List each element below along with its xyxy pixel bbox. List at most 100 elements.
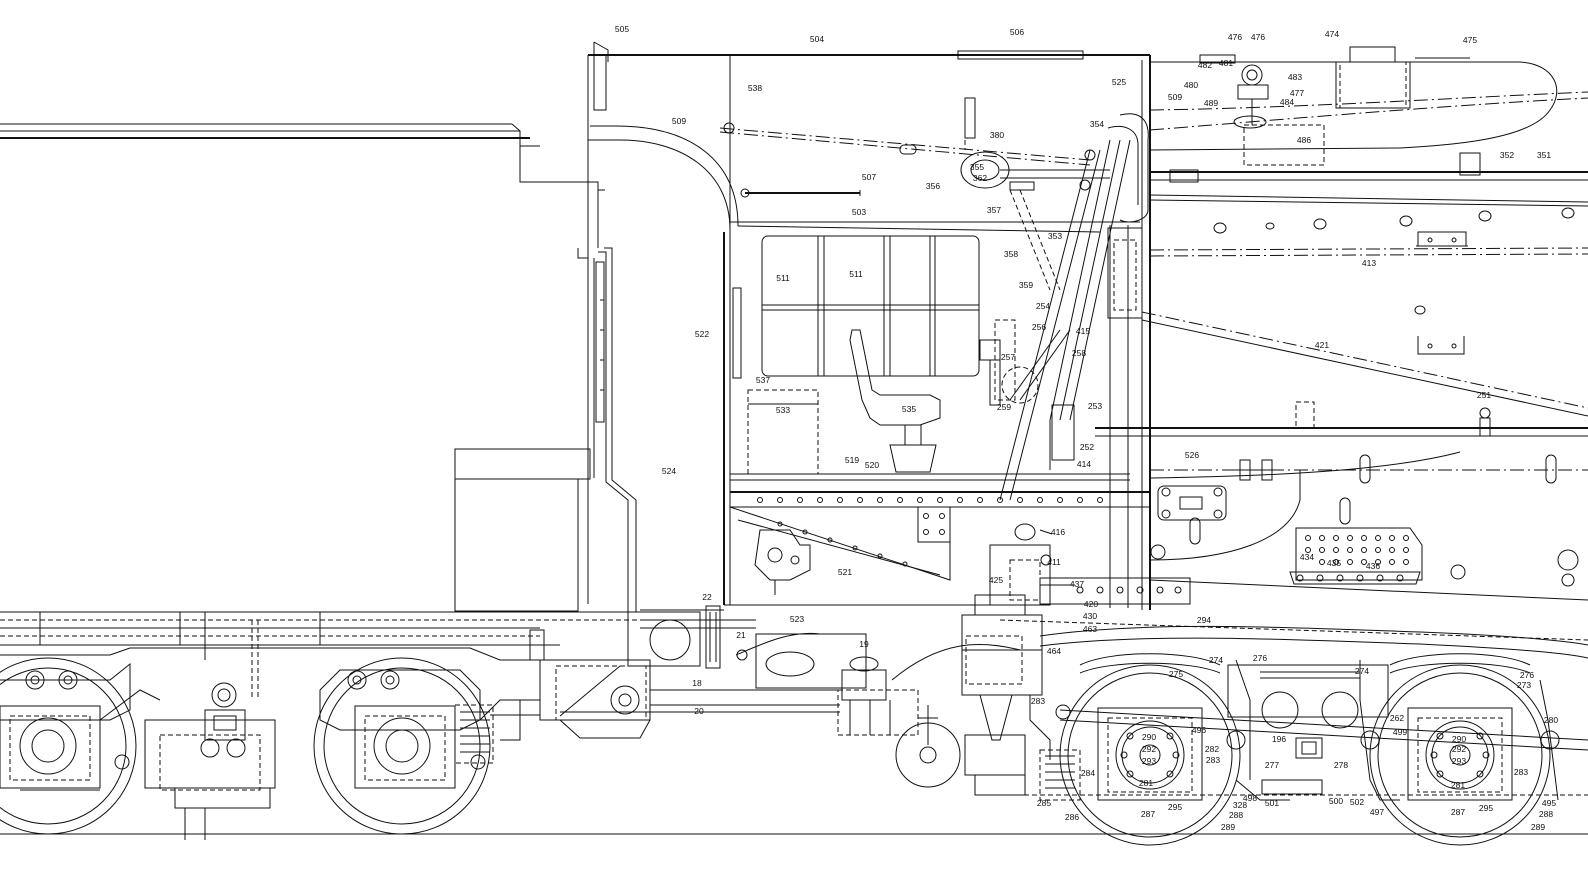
grate-holes bbox=[1305, 535, 1409, 565]
callout-525: 525 bbox=[1112, 77, 1126, 87]
callout-289: 289 bbox=[1221, 822, 1235, 832]
callout-283: 283 bbox=[1031, 696, 1045, 706]
callout-425: 425 bbox=[989, 575, 1003, 585]
callout-464: 464 bbox=[1047, 646, 1061, 656]
callout-359: 359 bbox=[1019, 280, 1033, 290]
callout-415: 415 bbox=[1076, 326, 1090, 336]
callout-483: 483 bbox=[1288, 72, 1302, 82]
callout-289: 289 bbox=[1531, 822, 1545, 832]
callout-253: 253 bbox=[1088, 401, 1102, 411]
callout-434: 434 bbox=[1300, 552, 1314, 562]
callout-273: 273 bbox=[1517, 680, 1531, 690]
callout-275: 275 bbox=[1169, 669, 1183, 679]
callout-497: 497 bbox=[1370, 807, 1384, 817]
callout-19: 19 bbox=[859, 639, 869, 649]
callout-18: 18 bbox=[692, 678, 702, 688]
callout-520: 520 bbox=[865, 460, 879, 470]
callout-533: 533 bbox=[776, 405, 790, 415]
callout-537: 537 bbox=[756, 375, 770, 385]
callout-352: 352 bbox=[1500, 150, 1514, 160]
callout-503: 503 bbox=[852, 207, 866, 217]
callout-362: 362 bbox=[973, 173, 987, 183]
callout-526: 526 bbox=[1185, 450, 1199, 460]
callout-351: 351 bbox=[1537, 150, 1551, 160]
callout-288: 288 bbox=[1229, 810, 1243, 820]
callout-293: 293 bbox=[1142, 756, 1156, 766]
callout-356: 356 bbox=[926, 181, 940, 191]
cab bbox=[560, 41, 1150, 788]
callout-484: 484 bbox=[1280, 97, 1294, 107]
tender-truck-front bbox=[0, 657, 521, 840]
callout-257: 257 bbox=[1001, 352, 1015, 362]
callout-436: 436 bbox=[1366, 561, 1380, 571]
callout-411: 411 bbox=[1047, 557, 1061, 567]
callout-285: 285 bbox=[1037, 798, 1051, 808]
callout-480: 480 bbox=[1184, 80, 1198, 90]
callout-276: 276 bbox=[1520, 670, 1534, 680]
callout-288: 288 bbox=[1539, 809, 1553, 819]
callout-283: 283 bbox=[1206, 755, 1220, 765]
callout-281: 281 bbox=[1139, 778, 1153, 788]
callout-509: 509 bbox=[672, 116, 686, 126]
callout-290: 290 bbox=[1452, 734, 1466, 744]
callout-292: 292 bbox=[1142, 744, 1156, 754]
callout-21: 21 bbox=[736, 630, 746, 640]
callout-287: 287 bbox=[1141, 809, 1155, 819]
callout-358: 358 bbox=[1004, 249, 1018, 259]
callout-498: 498 bbox=[1243, 793, 1257, 803]
callout-523: 523 bbox=[790, 614, 804, 624]
callout-413: 413 bbox=[1362, 258, 1376, 268]
callout-354: 354 bbox=[1090, 119, 1104, 129]
callout-502: 502 bbox=[1350, 797, 1364, 807]
callout-294: 294 bbox=[1197, 615, 1211, 625]
callout-252: 252 bbox=[1080, 442, 1094, 452]
callout-437: 437 bbox=[1070, 579, 1084, 589]
callout-505: 505 bbox=[615, 24, 629, 34]
callout-278: 278 bbox=[1334, 760, 1348, 770]
callout-519: 519 bbox=[845, 455, 859, 465]
callout-501: 501 bbox=[1265, 798, 1279, 808]
callout-284: 284 bbox=[1081, 768, 1095, 778]
callout-504: 504 bbox=[810, 34, 824, 44]
callout-196: 196 bbox=[1272, 734, 1286, 744]
callout-482: 482 bbox=[1198, 60, 1212, 70]
callout-511: 511 bbox=[776, 273, 790, 283]
callout-489: 489 bbox=[1204, 98, 1218, 108]
callout-292: 292 bbox=[1452, 744, 1466, 754]
callout-481: 481 bbox=[1219, 58, 1233, 68]
callout-254: 254 bbox=[1036, 301, 1050, 311]
callout-290: 290 bbox=[1142, 732, 1156, 742]
callout-274: 274 bbox=[1355, 666, 1369, 676]
callout-251: 251 bbox=[1477, 390, 1491, 400]
callout-511: 511 bbox=[849, 269, 863, 279]
callout-430: 430 bbox=[1083, 611, 1097, 621]
floor-rivets bbox=[757, 497, 1103, 503]
callout-256: 256 bbox=[1032, 322, 1046, 332]
callout-476: 476 bbox=[1251, 32, 1265, 42]
callout-535: 535 bbox=[902, 404, 916, 414]
callout-295: 295 bbox=[1168, 802, 1182, 812]
callout-258: 258 bbox=[1072, 348, 1086, 358]
callout-277: 277 bbox=[1265, 760, 1279, 770]
callout-521: 521 bbox=[838, 567, 852, 577]
callout-282: 282 bbox=[1205, 744, 1219, 754]
callout-477: 477 bbox=[1290, 88, 1304, 98]
callout-421: 421 bbox=[1315, 340, 1329, 350]
callout-353: 353 bbox=[1048, 231, 1062, 241]
callout-416: 416 bbox=[1051, 527, 1065, 537]
callout-538: 538 bbox=[748, 83, 762, 93]
callout-20: 20 bbox=[694, 706, 704, 716]
callout-262: 262 bbox=[1390, 713, 1404, 723]
callout-475: 475 bbox=[1463, 35, 1477, 45]
callout-507: 507 bbox=[862, 172, 876, 182]
callout-506: 506 bbox=[1010, 27, 1024, 37]
callout-287: 287 bbox=[1451, 807, 1465, 817]
driving-gear bbox=[0, 619, 1588, 846]
callout-463: 463 bbox=[1083, 624, 1097, 634]
callout-259: 259 bbox=[997, 402, 1011, 412]
backhead-controls bbox=[960, 55, 1151, 801]
callout-435: 435 bbox=[1327, 558, 1341, 568]
callout-328: 328 bbox=[1233, 800, 1247, 810]
callout-522: 522 bbox=[695, 329, 709, 339]
callout-499: 499 bbox=[1393, 727, 1407, 737]
